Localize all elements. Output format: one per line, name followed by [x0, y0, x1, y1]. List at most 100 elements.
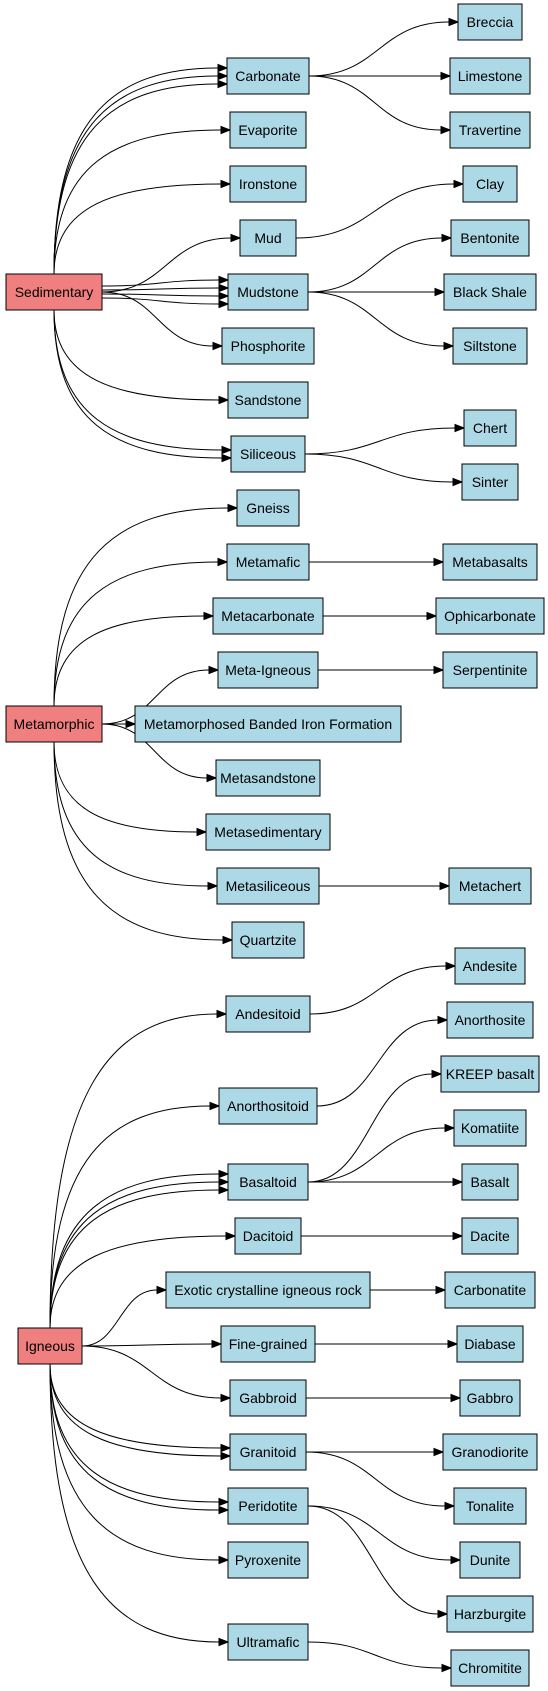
edge-line [81, 1345, 222, 1399]
node-box [236, 489, 300, 527]
node-box [229, 1379, 307, 1417]
arrowhead-icon [220, 1451, 232, 1461]
node-box [454, 947, 526, 985]
edge-basaltoid-to-kreep [307, 1069, 443, 1183]
edge-exotic-to-carbonatite [370, 1285, 447, 1295]
node-label: Dunite [470, 1552, 511, 1568]
edge-mudstone-to-blackshale [308, 287, 446, 297]
edge-met-to-metaigneous [101, 665, 220, 725]
node-metabasalts: Metabasalts [442, 543, 538, 581]
node-box [239, 219, 297, 257]
edge-line [81, 1343, 213, 1347]
node-label: Evaporite [238, 122, 297, 138]
node-metasandstone: Metasandstone [215, 759, 321, 797]
node-anorthositoid: Anorthositoid [218, 1087, 318, 1125]
edge-anorthositoid-to-anorthosite [316, 1015, 449, 1107]
node-label: Siliceous [240, 446, 296, 462]
node-box [463, 409, 517, 447]
node-label: Bentonite [460, 230, 519, 246]
arrowhead-icon [218, 1185, 230, 1195]
edge-peridotite-to-harzburgite [307, 1505, 449, 1619]
arrowhead-icon [443, 341, 455, 351]
node-siltstone: Siltstone [452, 327, 528, 365]
node-meta-igneous: Meta-Igneous [217, 651, 319, 689]
arrowhead-icon [218, 1177, 230, 1187]
node-label: Komatiite [461, 1120, 520, 1136]
node-label: Sandstone [235, 392, 302, 408]
node-dunite: Dunite [459, 1541, 521, 1579]
node-metamafic: Metamafic [226, 543, 310, 581]
node-label: Basaltoid [239, 1174, 297, 1190]
arrowhead-icon [156, 1285, 168, 1295]
edge-line [295, 183, 455, 239]
edge-ign-to-dacitoid [49, 1231, 237, 1329]
node-box [442, 651, 538, 689]
node-box [229, 1433, 307, 1471]
edge-basaltoid-to-basalt [308, 1177, 464, 1187]
edge-line [49, 1363, 222, 1449]
node-phosphorite: Phosphorite [221, 327, 315, 365]
arrowhead-icon [218, 395, 230, 405]
edge-line [101, 287, 220, 291]
arrowhead-icon [218, 1555, 230, 1565]
node-breccia: Breccia [457, 3, 523, 41]
edge-granitoid-to-tonalite [305, 1451, 456, 1511]
arrowhead-icon [230, 233, 242, 243]
node-box [227, 381, 309, 419]
node-box [229, 165, 307, 203]
arrowhead-icon [218, 1505, 230, 1515]
node-label: Diabase [464, 1336, 516, 1352]
node-label: Metamorphic [14, 716, 95, 732]
arrowhead-icon [208, 665, 220, 675]
edge-line [101, 237, 232, 293]
edge-met-to-metacarbonate [53, 611, 215, 707]
node-label: Granitoid [240, 1444, 297, 1460]
node-box [443, 273, 537, 311]
node-label: Black Shale [453, 284, 527, 300]
edge-line [49, 1235, 227, 1329]
arrowhead-icon [211, 1339, 223, 1349]
edge-line [81, 1289, 158, 1347]
node-label: Carbonatite [454, 1282, 527, 1298]
edge-line [304, 427, 456, 455]
node-label: Dacite [470, 1228, 510, 1244]
node-exotic-crystalline-igneous-rock: Exotic crystalline igneous rock [165, 1271, 371, 1309]
edge-sed-to-siliceous [53, 309, 233, 455]
node-sandstone: Sandstone [227, 381, 309, 419]
node-label: Pyroxenite [235, 1552, 301, 1568]
node-box [453, 1109, 527, 1147]
arrowhead-icon [196, 827, 208, 837]
nodes-layer: SedimentaryCarbonateEvaporiteIronstoneMu… [5, 3, 545, 1687]
arrowhead-icon [221, 453, 233, 463]
edge-line [101, 279, 220, 287]
arrowhead-icon [433, 557, 445, 567]
edge-carbonate-to-limestone [308, 71, 452, 81]
edge-sed-to-mudstone [101, 275, 230, 287]
node-mudstone: Mudstone [227, 273, 309, 311]
edge-line [304, 453, 454, 483]
node-box [444, 1271, 536, 1309]
edge-line [307, 291, 445, 347]
edge-metaigneous-to-serpentinite [318, 665, 445, 675]
node-box [225, 995, 311, 1033]
arrowhead-icon [440, 71, 452, 81]
arrowhead-icon [220, 179, 232, 189]
arrowhead-icon [433, 665, 445, 675]
node-label: Gabbro [467, 1390, 514, 1406]
edge-ign-to-granitoid [49, 1363, 232, 1453]
node-limestone: Limestone [449, 57, 531, 95]
node-box [459, 1379, 521, 1417]
edge-carbonate-to-travertine [308, 75, 452, 135]
node-label: Anorthositoid [227, 1098, 309, 1114]
node-box [234, 1217, 302, 1255]
node-dacite: Dacite [461, 1217, 519, 1255]
edge-met-to-gneiss [53, 503, 239, 707]
node-box [442, 1433, 538, 1471]
edge-line [101, 297, 220, 305]
node-chromitite: Chromitite [450, 1649, 530, 1687]
node-ultramafic: Ultramafic [227, 1623, 309, 1661]
node-box [5, 705, 103, 743]
arrowhead-icon [435, 1285, 447, 1295]
edge-line [53, 309, 223, 459]
node-label: Metasiliceous [226, 878, 311, 894]
